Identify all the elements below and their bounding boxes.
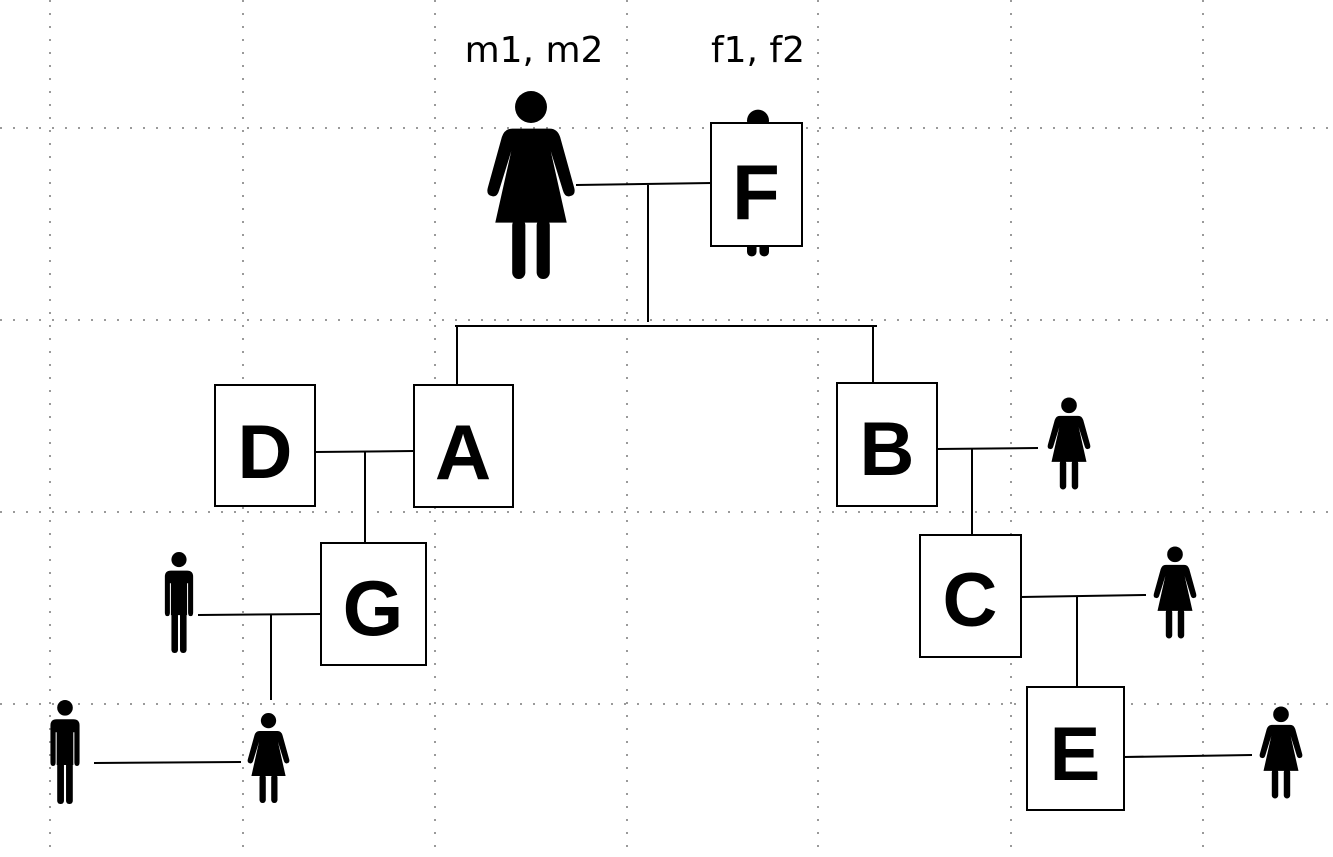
box-c: C bbox=[919, 534, 1022, 658]
female-icon bbox=[1153, 546, 1197, 639]
box-d-letter: D bbox=[238, 410, 293, 495]
box-f: F bbox=[710, 122, 803, 247]
box-g: G bbox=[320, 542, 427, 666]
label-m1-m2: m1, m2 bbox=[465, 30, 604, 71]
box-e: E bbox=[1026, 686, 1125, 811]
pedigree-lines bbox=[93, 182, 1253, 764]
box-d: D bbox=[214, 384, 316, 507]
female-icon bbox=[1047, 397, 1091, 490]
box-a: A bbox=[413, 384, 514, 508]
female-icon bbox=[1259, 706, 1303, 799]
box-b: B bbox=[836, 382, 938, 507]
male-icon bbox=[50, 700, 80, 804]
male-icon bbox=[164, 552, 194, 653]
box-e-letter: E bbox=[1050, 712, 1101, 797]
female-icon bbox=[247, 713, 290, 803]
box-c-letter: C bbox=[943, 558, 998, 643]
box-b-letter: B bbox=[860, 407, 915, 492]
female-icon bbox=[487, 91, 575, 279]
box-g-letter: G bbox=[343, 564, 404, 652]
label-f1-f2: f1, f2 bbox=[711, 30, 805, 71]
box-f-letter: F bbox=[732, 148, 780, 236]
box-a-letter: A bbox=[435, 408, 491, 496]
